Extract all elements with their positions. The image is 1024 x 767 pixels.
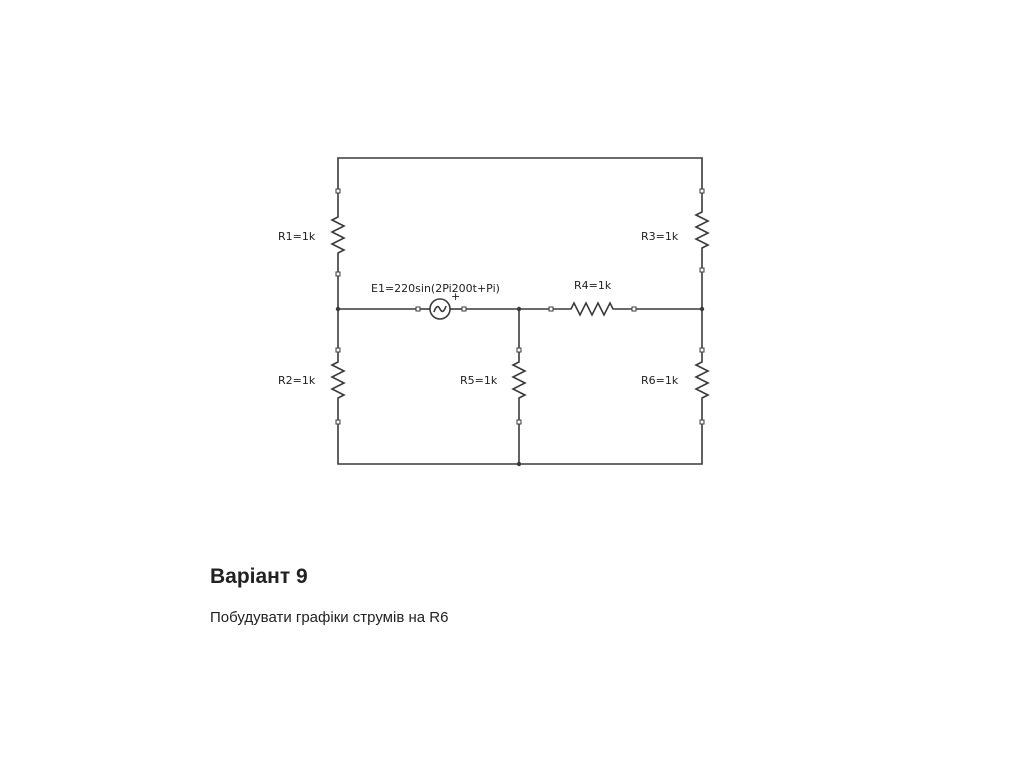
resistor-r1: R1=1k (278, 188, 346, 277)
junction-right-middle (699, 306, 705, 312)
wire-top (337, 157, 703, 191)
variant-title: Варіант 9 (210, 565, 308, 588)
label-r3: R3=1k (641, 230, 679, 243)
label-r4: R4=1k (574, 279, 612, 292)
junction-bottom-center (516, 461, 522, 467)
wire-left-lower (337, 422, 519, 465)
wires (337, 157, 703, 465)
label-e1: E1=220sin(2Pi200t+Pi) (371, 282, 500, 295)
resistor-r3: R3=1k (641, 188, 710, 273)
polarity-plus-icon: + (451, 290, 460, 303)
wire-right-lower (519, 422, 703, 465)
resistor-r5: R5=1k (460, 347, 527, 425)
junction-left-middle (335, 306, 341, 312)
resistor-r6: R6=1k (641, 347, 710, 425)
resistor-r4: R4=1k (548, 279, 637, 317)
label-r5: R5=1k (460, 374, 498, 387)
source-e1: + E1=220sin(2Pi200t+Pi) (371, 282, 500, 320)
resistor-r2: R2=1k (278, 347, 346, 425)
label-r1: R1=1k (278, 230, 316, 243)
junction-r5-top (516, 306, 522, 312)
task-description: Побудувати графіки струмів на R6 (210, 609, 449, 626)
junctions (335, 306, 705, 467)
label-r2: R2=1k (278, 374, 316, 387)
label-r6: R6=1k (641, 374, 679, 387)
